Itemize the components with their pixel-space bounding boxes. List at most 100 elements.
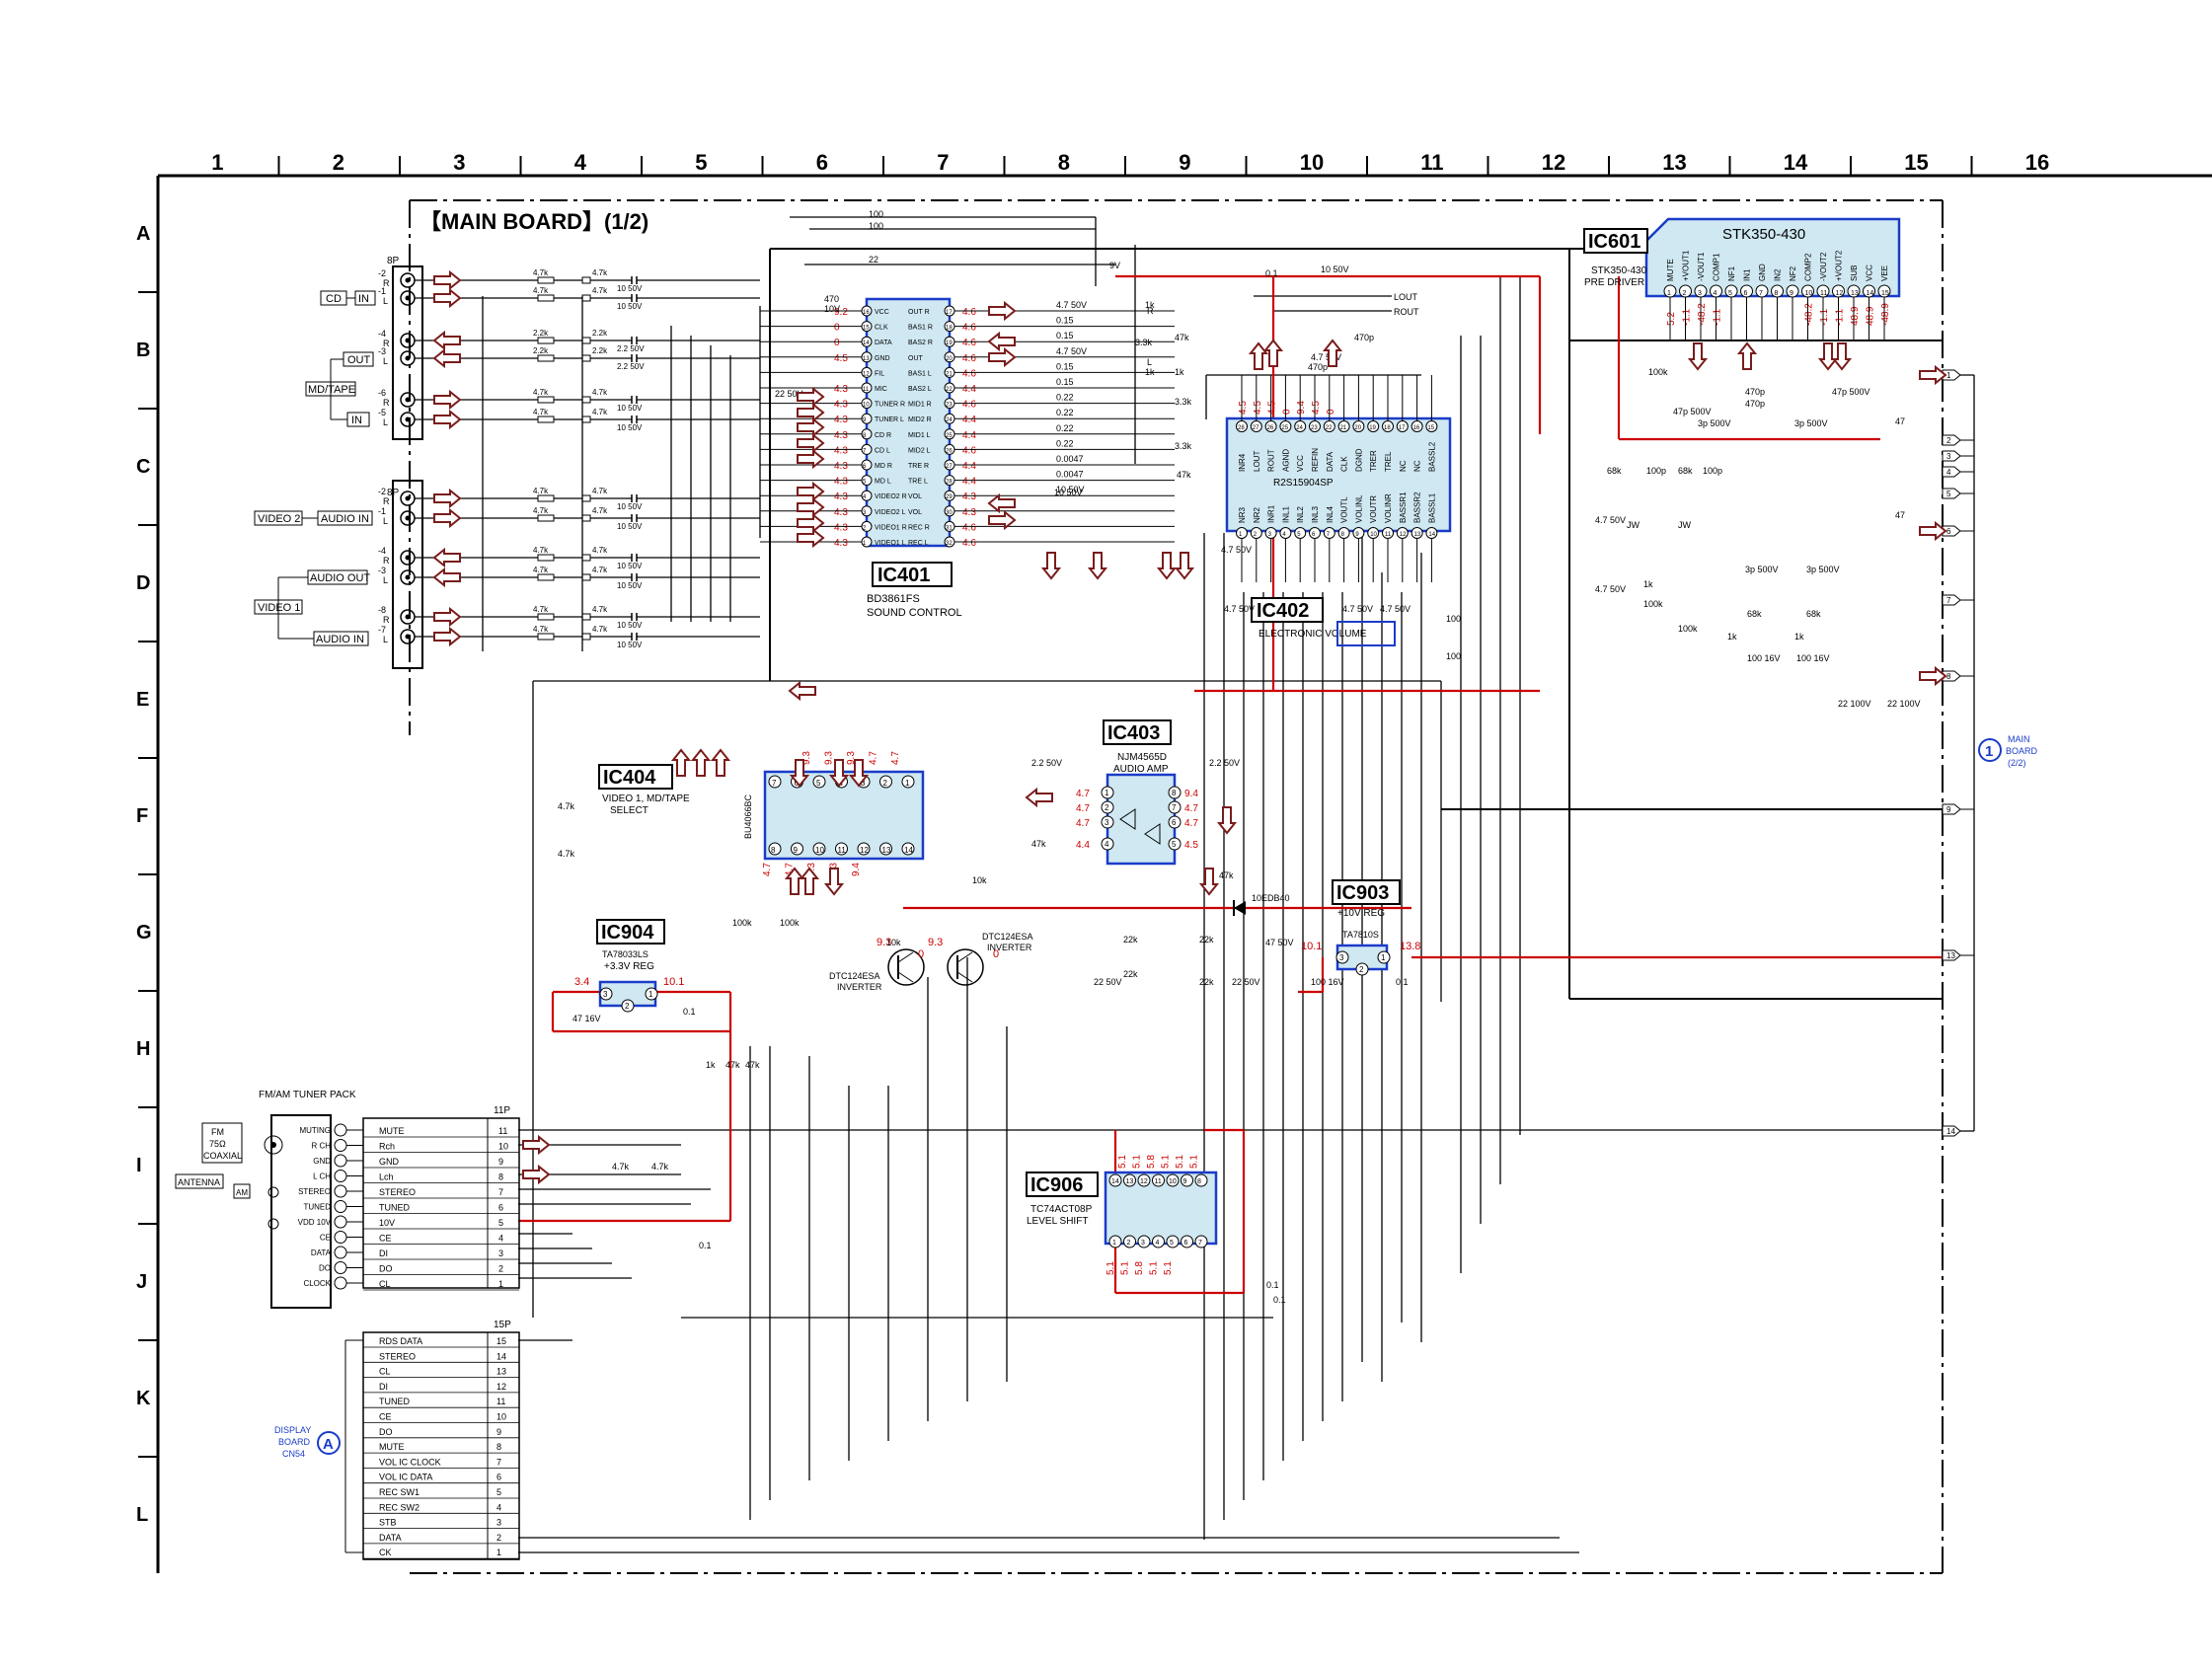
ic401-pin-name-r: MID1 R: [908, 402, 932, 409]
transistor-q2: DTC124ESA INVERTER 9.3 0: [928, 932, 1033, 986]
ic401-pin-name: FIL: [875, 370, 884, 377]
ic402-top-name: INR4: [1238, 453, 1247, 472]
ic404-ref: IC404: [603, 767, 656, 789]
grid-col-6: 6: [816, 150, 828, 175]
jack-pin-1-1: -1: [378, 286, 386, 296]
comp-label-75: 1k: [706, 1060, 716, 1070]
signal-arrow: [433, 409, 462, 430]
ic906-top-num: 12: [1140, 1178, 1148, 1185]
res-label: 4.7k: [533, 268, 549, 277]
comp-label-62: 47k: [1219, 870, 1234, 880]
jack-ch-1-2: R: [383, 339, 390, 348]
ic401-pin-num-r: 18: [946, 326, 953, 332]
ic401-pin-num: 8: [863, 433, 867, 439]
display-pin-num: 10: [496, 1412, 506, 1422]
signal-arrow: [1087, 552, 1108, 580]
comp-label-72: 0.1: [1396, 977, 1409, 987]
signal-arrow: [433, 488, 462, 509]
comp-label-73: 47 16V: [572, 1014, 601, 1023]
ic403-right-num: 5: [1172, 840, 1177, 849]
ic401-pin-name-r: TRE L: [908, 479, 928, 486]
display-pin-sig: STEREO: [379, 1351, 416, 1361]
ic402-bot-name: BASSR2: [1413, 491, 1422, 523]
ic401-pin-num-r: 30: [946, 510, 953, 516]
comp-label-77: 47k: [745, 1060, 760, 1070]
tuner-pin-num: 4: [498, 1234, 503, 1244]
reg-pin-num: 2: [625, 1002, 630, 1011]
ic401-left-volt: 9.2: [834, 307, 848, 318]
ic402-bot-pin: [1367, 527, 1380, 539]
tuner-pin-name: STEREO: [298, 1187, 331, 1196]
display-pin-sig: REC SW2: [379, 1502, 420, 1512]
tuner-pin-circle: [334, 1123, 347, 1137]
label-audio-out: AUDIO OUT: [310, 572, 370, 584]
res2-label: 2.2k: [592, 329, 608, 338]
ic401-pin-num-r: 22: [946, 387, 953, 393]
res-label: 4.7k: [533, 408, 549, 416]
ic601-pin-name: VEE: [1880, 265, 1889, 281]
net-tag-13: [1942, 949, 1961, 961]
ic904-vin: 10.1: [663, 976, 684, 988]
ic601-pin-num: 10: [1805, 290, 1813, 297]
ic402-pins: 28INR44.527LOUT4.526ROUT4.525AGND024VCC9…: [1236, 375, 1438, 582]
ic402-bot-name: VOUTR: [1369, 495, 1378, 523]
net-tag-num: 14: [1946, 1127, 1955, 1136]
signal-arrow: [1919, 520, 1947, 542]
resistor: [537, 396, 555, 404]
display-pin-sig: MUTE: [379, 1442, 405, 1452]
signal-arrow: [433, 606, 462, 628]
ic404-top-pin: [901, 775, 915, 789]
comp-label-76: 47k: [725, 1060, 740, 1070]
ic403-right-num: 8: [1172, 789, 1177, 797]
ic906-top-num: 8: [1197, 1178, 1201, 1185]
signal-arrow: [522, 1134, 551, 1156]
signal-arrow: [432, 330, 461, 351]
grid-col-1: 1: [211, 150, 223, 175]
signal-arrow: [1248, 341, 1269, 370]
ic906-bot-num: 5: [1170, 1240, 1174, 1247]
ic601-pin-volt: -1.1: [1682, 308, 1693, 326]
ic402-bot-num: 5: [1297, 532, 1301, 538]
diode-d1: 10EDB40: [1233, 893, 1290, 916]
ic403-left-volt: 4.7: [1076, 789, 1090, 799]
ic904-part: TA78033LS: [602, 949, 648, 959]
ic402-func: ELECTRONIC VOLUME: [1259, 629, 1367, 640]
opamp-a: [1119, 808, 1136, 830]
ic402-bot-pin: [1425, 527, 1438, 539]
net-tag-num: 5: [1946, 490, 1951, 498]
net-9v: 9V: [1109, 261, 1120, 270]
display-pin-num: 13: [496, 1367, 506, 1377]
ic401-left-volt: 4.3: [834, 522, 848, 533]
signal-arrow: [1817, 342, 1839, 371]
display-pin-sig: RDS DATA: [379, 1336, 422, 1346]
jack-ch-1-5: L: [383, 417, 388, 427]
ic402-top-name: CLK: [1340, 456, 1349, 472]
ic401-pin-num: 15: [863, 326, 870, 332]
reg-pin: [1335, 950, 1349, 964]
ic601-pin-name: +VOUT1: [1682, 250, 1691, 281]
ic601-pin-num: 12: [1836, 290, 1844, 297]
ic402-top-name: LOUT: [1253, 451, 1261, 472]
ic402-top-num: 16: [1413, 425, 1420, 431]
cap-label: 2.2 50V: [617, 362, 645, 371]
ic403-right-pin: [1168, 800, 1182, 814]
tuner-pin-num: 2: [498, 1264, 503, 1274]
grid-col-4: 4: [574, 150, 587, 175]
net-tag-9: [1942, 803, 1961, 815]
label-out: OUT: [347, 354, 371, 366]
ic402-bot-name: NR2: [1253, 506, 1261, 523]
ic403-left-pin: [1101, 800, 1114, 814]
jack-pin-1-2: -4: [378, 329, 386, 339]
ic404-top-volt: 4.7: [890, 751, 901, 765]
comp-label-57: 100k: [780, 918, 800, 928]
signal-arrow: [433, 269, 462, 291]
ic404-bot-volt: 9.3: [806, 863, 817, 876]
comp-label-79: 4.7k: [651, 1162, 669, 1172]
ic401-pin-name-r: BAS1 R: [908, 325, 933, 332]
ic601-func: PRE DRIVER: [1584, 277, 1644, 288]
resistor: [537, 276, 555, 284]
comp-label-34: 47: [1895, 510, 1905, 520]
grid-row-A: A: [136, 223, 150, 245]
